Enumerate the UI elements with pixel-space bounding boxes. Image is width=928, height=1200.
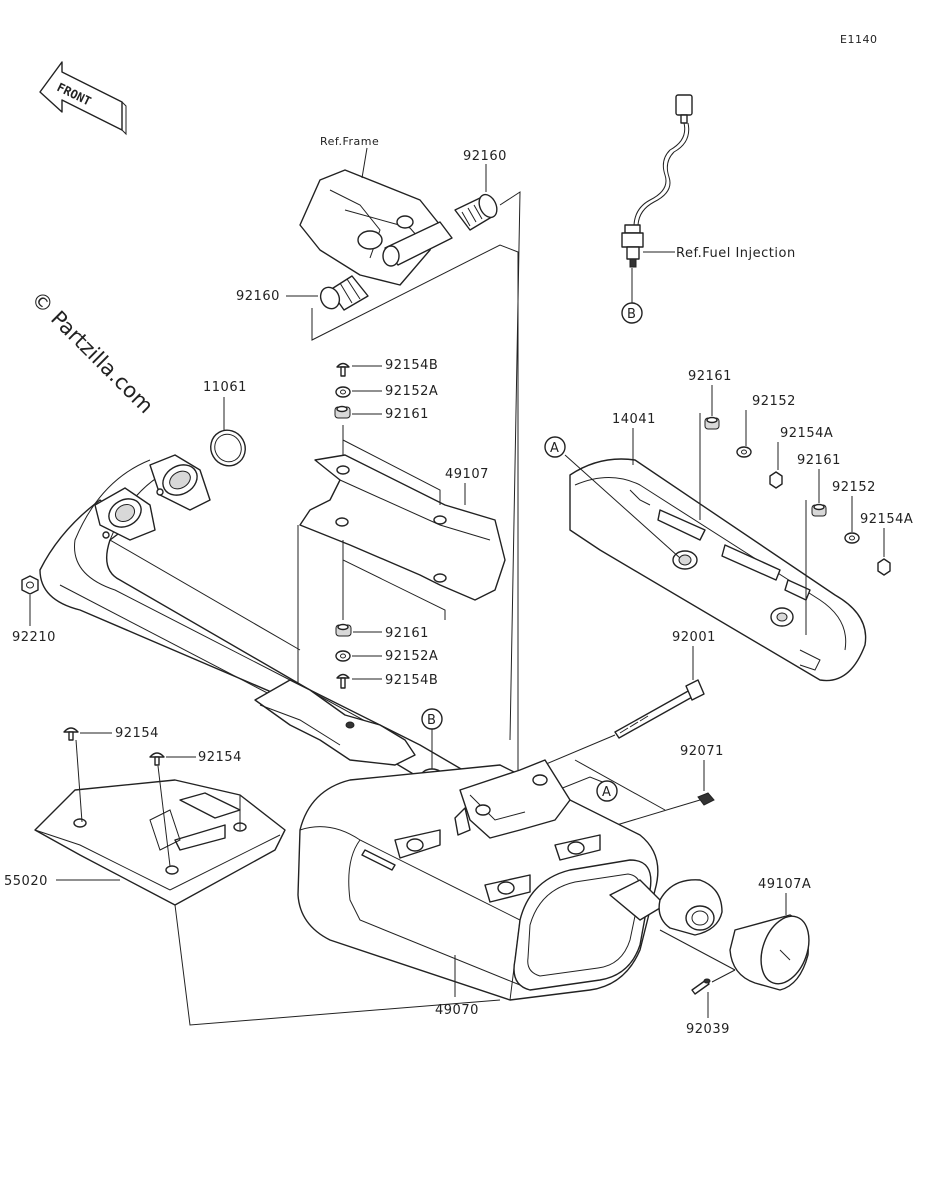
collar-92161-r1 [704, 416, 720, 430]
svg-text:B: B [627, 307, 636, 322]
label-92160-top: 92160 [463, 149, 507, 164]
bolt-92154B-top [336, 362, 350, 377]
label-92161-r2: 92161 [797, 453, 841, 468]
collar-92161-r2 [811, 503, 827, 517]
washer-92152-r2 [844, 532, 860, 544]
label-49107: 49107 [445, 467, 489, 482]
heat-shield-49107 [299, 454, 506, 601]
screw-92039 [691, 978, 711, 995]
label-92154B-mid: 92154B [385, 673, 438, 688]
collar-92161-top [334, 405, 351, 419]
label-92154A-r1: 92154A [780, 426, 833, 441]
screw-92154-b [149, 752, 165, 766]
label-92039: 92039 [686, 1022, 730, 1037]
diagram-code: E1140 [840, 33, 877, 46]
svg-text:A: A [602, 785, 611, 800]
label-11061: 11061 [203, 380, 247, 395]
label-92152-r2: 92152 [832, 480, 876, 495]
label-49107A: 49107A [758, 877, 811, 892]
washer-92152-r1 [736, 446, 752, 458]
ref-frame-label: Ref.Frame [320, 135, 379, 148]
exhaust-header-pipes [39, 454, 481, 801]
label-14041: 14041 [612, 412, 656, 427]
label-92154A-r2: 92154A [860, 512, 913, 527]
label-92001: 92001 [672, 630, 716, 645]
label-92160-left: 92160 [236, 289, 280, 304]
label-92152-r1: 92152 [752, 394, 796, 409]
bolt-92001 [614, 679, 705, 739]
bolt-92154A-r1 [769, 471, 783, 489]
bolt-92154A-r2 [877, 558, 891, 576]
bolt-92154B-mid [336, 673, 350, 689]
collar-92161-mid [335, 623, 352, 637]
end-cap-49107A [729, 914, 810, 991]
label-92161-top: 92161 [385, 407, 429, 422]
label-92152A-top: 92152A [385, 384, 438, 399]
svg-text:A: A [550, 441, 559, 456]
frame-bracket [299, 169, 453, 286]
label-92154B-top: 92154B [385, 358, 438, 373]
washer-92152A-mid [335, 650, 351, 662]
clip-92071 [697, 792, 715, 806]
label-92154-a: 92154 [115, 726, 159, 741]
marker-b-top: B [621, 302, 643, 324]
label-49070: 49070 [435, 1003, 479, 1018]
grommet-92160-top [454, 193, 498, 231]
lower-cover-55020 [34, 779, 286, 906]
grommet-92160-left [319, 275, 369, 311]
label-92154-b: 92154 [198, 750, 242, 765]
label-92071: 92071 [680, 744, 724, 759]
marker-b-mid: B [421, 708, 443, 730]
ref-fuel-injection-label: Ref.Fuel Injection [676, 246, 796, 261]
tail-pipe-end [658, 879, 723, 936]
muffler-cover-14041 [569, 458, 867, 682]
label-92161-mid: 92161 [385, 626, 429, 641]
label-92210: 92210 [12, 630, 56, 645]
label-92161-r1: 92161 [688, 369, 732, 384]
watermark: © Partzilla.com [26, 287, 158, 419]
gasket-11061 [210, 429, 246, 467]
marker-a-lower: A [596, 780, 618, 802]
svg-text:B: B [427, 713, 436, 728]
front-arrow-icon: FRONT [39, 61, 127, 136]
muffler-49070 [297, 759, 666, 1001]
marker-a-right: A [544, 436, 566, 458]
label-55020: 55020 [4, 874, 48, 889]
nut-92210 [21, 575, 39, 595]
washer-92152A-top [335, 386, 351, 398]
screw-92154-a [63, 727, 79, 741]
label-92152A-mid: 92152A [385, 649, 438, 664]
o2-sensor [621, 94, 693, 268]
